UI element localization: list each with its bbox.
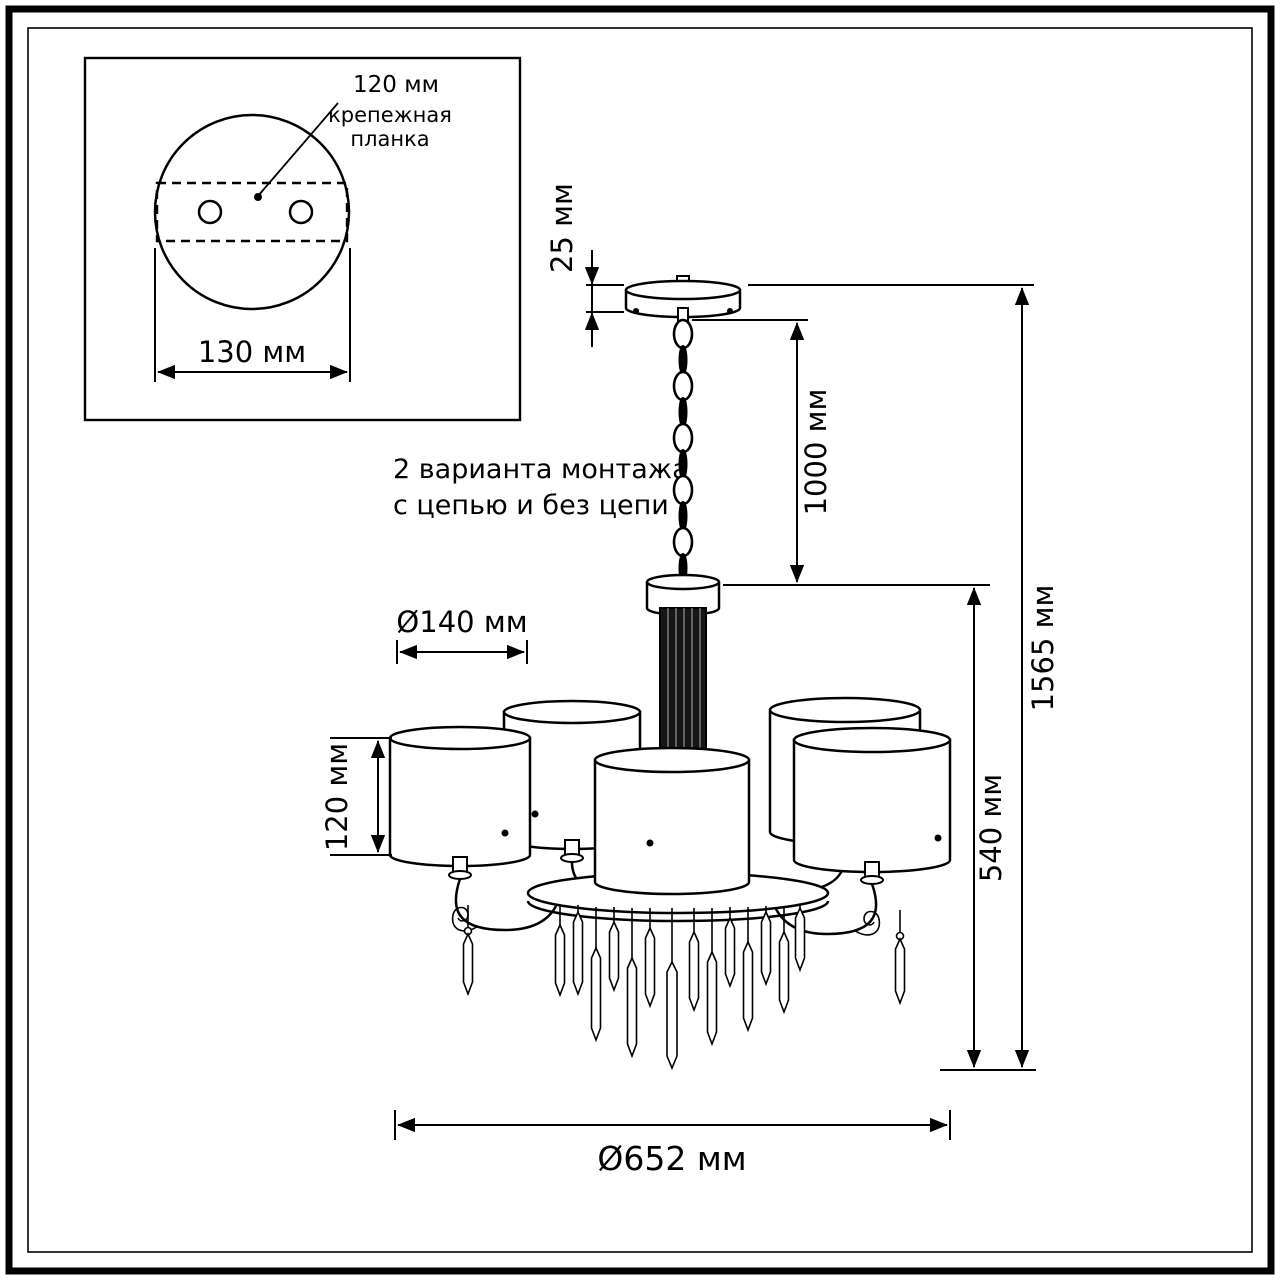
- fixture-diameter-label: Ø652 мм: [597, 1139, 746, 1178]
- ceiling-canopy: [624, 275, 742, 325]
- base-width-label: 130 мм: [198, 335, 306, 369]
- dim-base-width: 130 мм: [154, 248, 351, 382]
- mounting-hole-right: [288, 199, 314, 225]
- chain-length-label: 1000 мм: [799, 389, 833, 516]
- central-column: [645, 573, 721, 761]
- shade-far-left: [388, 725, 532, 880]
- dim-chain-length: 1000 мм: [692, 319, 833, 583]
- chandelier-figure: [388, 275, 952, 1071]
- fixture-height-label: 540 мм: [974, 774, 1008, 882]
- dim-fixture-height: 540 мм: [723, 584, 1036, 1071]
- plate-name-line2: планка: [350, 127, 429, 151]
- page-frame: [5, 5, 1275, 1275]
- plate-name-line1: крепежная: [328, 103, 452, 127]
- note-line1: 2 варианта монтажа: [393, 454, 689, 485]
- dim-shade-height: 120 мм: [320, 737, 392, 856]
- ceiling-cup-circle: [153, 113, 351, 311]
- dim-fixture-diameter: Ø652 мм: [394, 1110, 951, 1178]
- leader-dot: [254, 193, 262, 201]
- shade-far-right: [792, 726, 952, 885]
- dim-shade-diameter: Ø140 мм: [396, 605, 528, 664]
- mounting-note: 2 варианта монтажа с цепью и без цепи: [393, 454, 689, 521]
- mounting-plate-inset: 120 мм крепежная планка 130 мм: [83, 56, 522, 422]
- shade-diameter-label: Ø140 мм: [396, 605, 527, 639]
- dim-canopy-height: 25 мм: [545, 183, 624, 347]
- canopy-height-label: 25 мм: [545, 183, 579, 273]
- mounting-hole-left: [197, 199, 223, 225]
- leader-line: [257, 102, 339, 197]
- shade-center: [593, 746, 751, 896]
- dim-total-height: 1565 мм: [748, 284, 1060, 1068]
- shade-height-label: 120 мм: [320, 743, 354, 851]
- total-height-label: 1565 мм: [1026, 585, 1060, 712]
- suspension-chain: [672, 318, 694, 583]
- note-line2: с цепью и без цепи: [393, 490, 669, 521]
- plate-width-label: 120 мм: [353, 72, 439, 98]
- mounting-plate-outline: [155, 181, 349, 243]
- crystal-drops: [462, 904, 906, 1071]
